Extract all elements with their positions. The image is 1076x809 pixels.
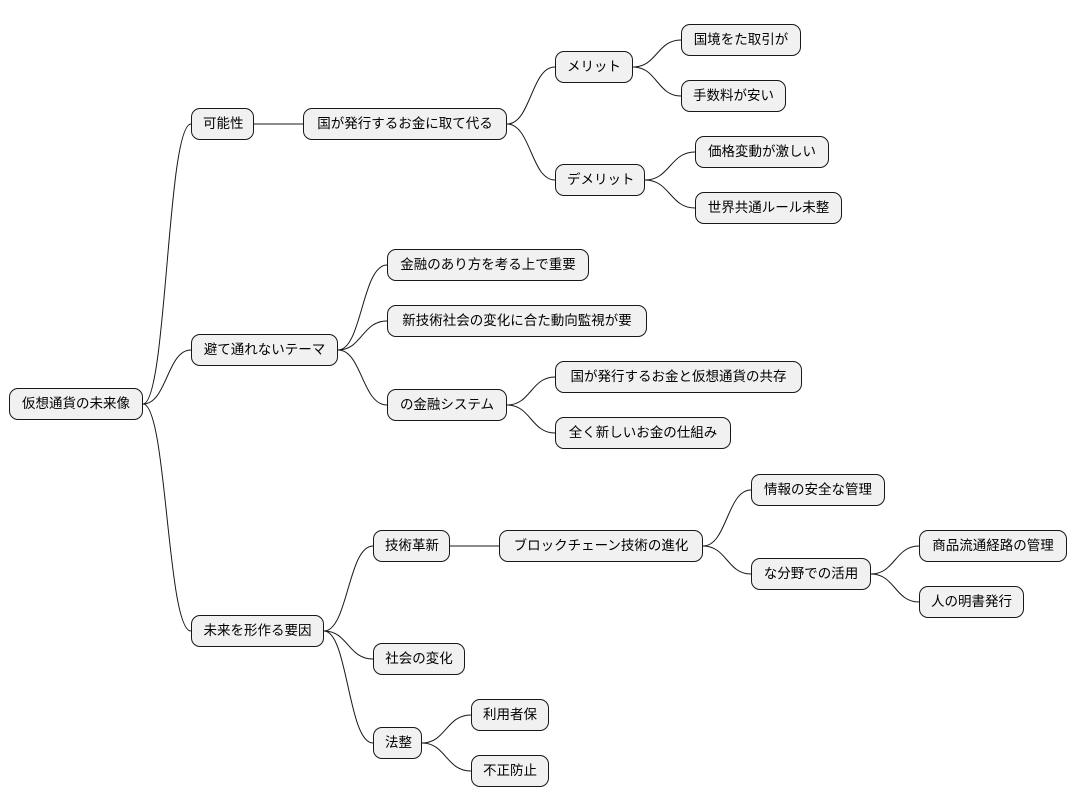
edge-factors-tech: [323, 545, 374, 632]
edge-system-coexist: [506, 376, 556, 406]
root-node: 仮想通貨の未来像: [9, 388, 143, 420]
edge-factors-society: [323, 630, 374, 660]
edge-root-theme: [142, 349, 192, 405]
edge-replace-demerit: [506, 123, 556, 181]
edge-blockchain-fields: [702, 545, 752, 575]
node-replace-national-currency: 国が発行するお金に取て代る: [303, 108, 507, 140]
node-social-change: 社会の変化: [373, 643, 465, 675]
node-finance-system: の金融システム: [387, 389, 507, 421]
node-merit: メリット: [555, 51, 633, 83]
node-coexistence: 国が発行するお金と仮想通貨の共存: [555, 361, 802, 393]
node-tech-innovation: 技術革新: [373, 530, 450, 562]
node-secure-info: 情報の安全な管理: [751, 474, 885, 506]
edge-root-factors: [142, 403, 192, 632]
node-price-volatility: 価格変動が激しい: [695, 136, 829, 168]
node-trend-monitoring: 新技術社会の変化に合た動向監視が要: [387, 305, 647, 337]
edge-merit-cross-border: [632, 39, 682, 68]
node-no-global-rules: 世界共通ルール未整: [695, 192, 842, 224]
node-fraud-prevention: 不正防止: [471, 755, 549, 787]
node-demerit: デメリット: [555, 164, 645, 196]
edge-theme-finance: [337, 264, 388, 351]
node-cross-border-trade: 国境をた取引が: [681, 24, 801, 56]
edge-replace-merit: [506, 66, 556, 125]
node-legal-framework: 法整: [373, 727, 422, 759]
edge-system-new-money: [506, 404, 556, 434]
edge-blockchain-security: [702, 489, 752, 547]
edge-law-fraud: [421, 742, 472, 772]
node-field-usage: な分野での活用: [751, 558, 871, 590]
node-supply-chain: 商品流通経路の管理: [919, 530, 1067, 562]
edge-root-possibility: [142, 123, 192, 405]
node-shaping-factors: 未来を形作る要因: [191, 615, 324, 647]
node-blockchain-evolution: ブロックチェーン技術の進化: [499, 530, 703, 562]
edge-theme-monitor: [337, 320, 388, 351]
edge-theme-system: [337, 349, 388, 406]
node-new-money-system: 全く新しいお金の仕組み: [555, 417, 731, 449]
node-possibility: 可能性: [191, 108, 254, 140]
edge-demerit-rules: [644, 179, 696, 209]
edge-law-protect: [421, 714, 472, 744]
edge-fields-supply: [870, 545, 920, 575]
edge-factors-law: [323, 630, 374, 744]
edge-fields-id: [870, 573, 920, 603]
node-id-issuance: 人の明書発行: [919, 586, 1024, 618]
edge-demerit-volatility: [644, 151, 696, 181]
node-unavoidable-theme: 避て通れないテーマ: [191, 334, 338, 366]
node-low-fees: 手数料が安い: [681, 80, 786, 112]
node-user-protection: 利用者保: [471, 699, 549, 731]
node-finance-thinking: 金融のあり方を考る上で重要: [387, 249, 589, 281]
edge-merit-fee: [632, 66, 682, 97]
